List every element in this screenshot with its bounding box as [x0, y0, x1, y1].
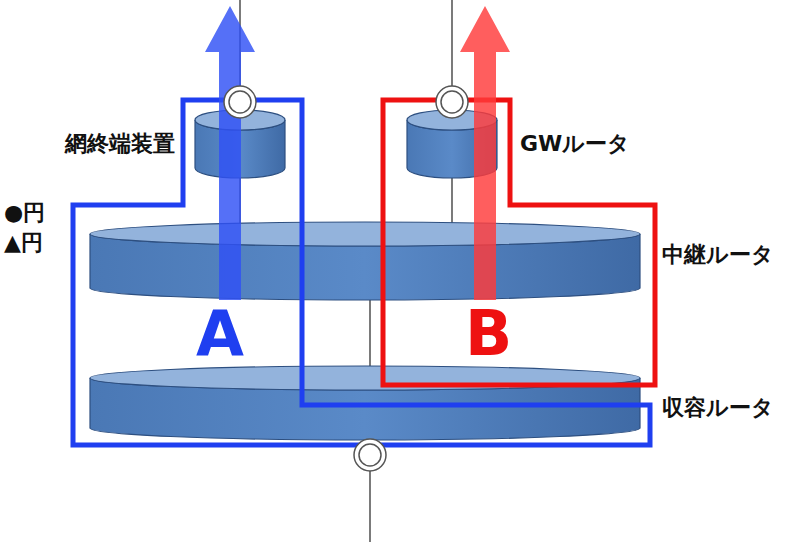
link-line	[369, 298, 370, 368]
router-label: 網終端装置	[65, 131, 175, 157]
price-text: ▲円	[4, 230, 43, 255]
price-text: ●円	[4, 200, 45, 225]
route-name: A	[196, 297, 244, 370]
cylinder-top	[407, 110, 497, 130]
router-cylinder: GWルータ	[407, 110, 497, 178]
price-note: ▲円	[4, 232, 43, 254]
router-label: 収容ルータ	[662, 395, 774, 421]
route-name: B	[465, 297, 512, 370]
uplink-line	[451, 0, 452, 100]
downlink-line	[369, 455, 370, 542]
router-name: 中継ルータ	[662, 242, 774, 267]
cylinder-shape	[90, 366, 640, 440]
router-name: 網終端装置	[65, 131, 175, 156]
route-letter: B	[465, 303, 512, 365]
link-line	[239, 176, 240, 224]
route-letter: A	[196, 303, 244, 365]
price-note: ●円	[4, 202, 45, 224]
uplink-line	[239, 0, 240, 100]
router-cylinder: 網終端装置	[195, 110, 285, 178]
cylinder-shape	[195, 110, 285, 178]
router-label: GWルータ	[520, 131, 630, 157]
link-line	[451, 176, 452, 224]
router-cylinder: 収容ルータ	[90, 366, 640, 440]
interface-point	[354, 439, 386, 471]
cylinder-top	[195, 110, 285, 130]
cylinder-shape	[90, 222, 640, 300]
router-label: 中継ルータ	[662, 242, 774, 268]
router-name: GWルータ	[520, 131, 630, 156]
router-name: 収容ルータ	[662, 395, 774, 420]
cylinder-shape	[407, 110, 497, 178]
router-cylinder: 中継ルータ	[90, 222, 640, 300]
cylinder-top	[90, 366, 640, 390]
cylinder-top	[90, 222, 640, 246]
